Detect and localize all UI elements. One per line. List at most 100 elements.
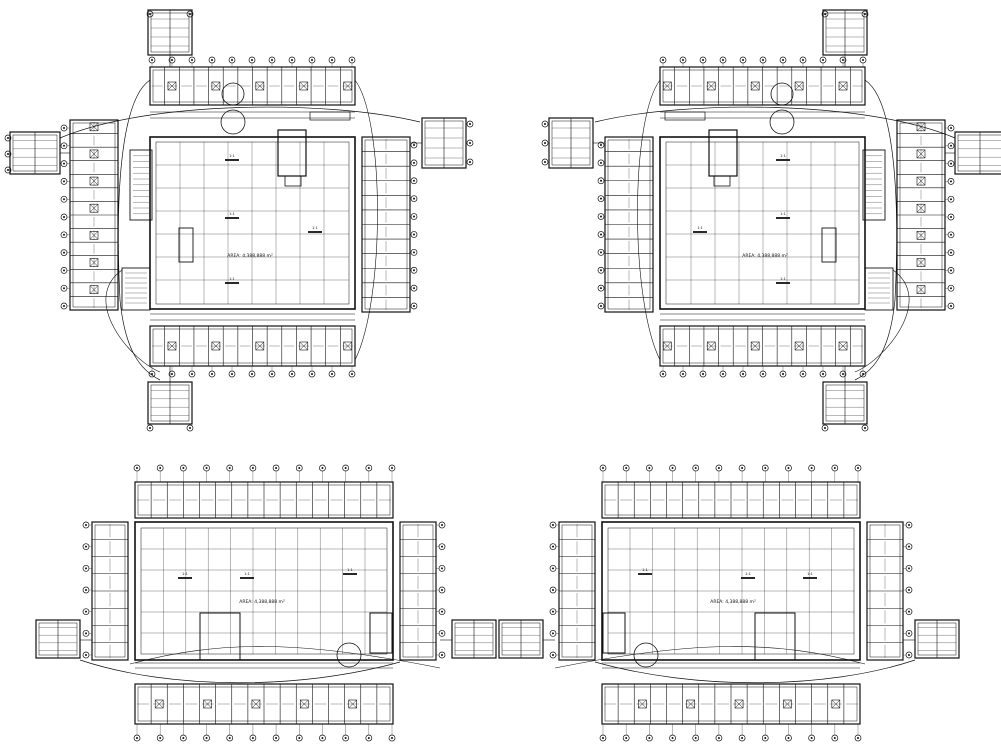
grid-bubble [759, 370, 767, 378]
grid-bubble [272, 734, 280, 742]
svg-text:1:1: 1:1 [780, 154, 786, 158]
stair-right-inner [602, 612, 626, 654]
callout-circle [221, 82, 245, 106]
wing-south [149, 325, 356, 367]
grid-bubble [466, 158, 474, 166]
grid-bubble [249, 464, 257, 472]
curve-west [854, 79, 898, 381]
curve-sw [105, 269, 161, 373]
grid-bubble [308, 56, 316, 64]
grid-bubble [905, 608, 913, 616]
tower-east [498, 619, 544, 659]
grid-bubble [295, 464, 303, 472]
grid-bubble [831, 464, 839, 472]
grid-bubble [133, 734, 141, 742]
wing-north [149, 66, 356, 106]
grid-bubble [699, 370, 707, 378]
grid-bubble [549, 651, 557, 659]
grid-bubble [541, 120, 549, 128]
callout-circle [220, 109, 246, 135]
grid-bubble [319, 464, 326, 472]
grid-bubble [597, 231, 605, 238]
grid-bubble [156, 734, 164, 742]
grid-bubble [597, 284, 605, 292]
svg-text:1:1: 1:1 [229, 154, 235, 158]
grid-bubble [541, 139, 549, 147]
svg-text:1:1: 1:1 [312, 226, 318, 230]
grid-bubble [438, 651, 446, 659]
grid-bubble [365, 734, 373, 742]
grid-bubble [947, 249, 955, 256]
grid-bubble [82, 521, 90, 529]
grid-bubble [328, 56, 336, 64]
curve-south [79, 659, 401, 684]
svg-text:1:1: 1:1 [697, 226, 703, 230]
callout-circle [770, 82, 794, 106]
grid-bubble [739, 370, 747, 378]
grid-bubble [328, 370, 336, 378]
lift-core [178, 227, 194, 263]
svg-text:1:1: 1:1 [229, 277, 235, 281]
grid-bubble [905, 543, 913, 551]
grid-bubble [438, 543, 446, 551]
svg-text:1:1: 1:1 [745, 572, 751, 576]
grid-bubble [188, 370, 196, 378]
grid-bubble [646, 464, 653, 472]
grid-bubble [60, 284, 68, 292]
grid-bubble [785, 464, 792, 472]
grid-bubble [342, 464, 349, 472]
grid-bubble [186, 424, 194, 432]
wing-west [866, 521, 904, 661]
tower-east [451, 619, 497, 659]
wing-west [69, 119, 119, 311]
grid-bubble [438, 586, 446, 594]
grid-bubble [597, 177, 605, 185]
grid-bubble [819, 56, 827, 64]
grid-bubble [308, 370, 316, 378]
grid-bubble [549, 543, 557, 551]
grid-bubble [597, 195, 605, 203]
grid-bubble [248, 56, 256, 64]
grid-bubble [549, 629, 557, 637]
grid-bubble [60, 142, 68, 150]
grid-bubble [60, 302, 68, 310]
grid-bubble [549, 586, 557, 594]
grid-bubble [133, 464, 141, 472]
tower-east [548, 117, 594, 169]
grid-bubble [739, 56, 747, 64]
curve-sw [854, 269, 910, 373]
grid-bubble [761, 464, 769, 472]
grid-bubble [679, 370, 687, 378]
grid-bubble [799, 370, 807, 378]
entrance-core [199, 612, 241, 661]
grid-bubble [947, 160, 955, 167]
main-hall-wall [659, 136, 866, 310]
grid-bubble [699, 56, 707, 64]
entrance-core [754, 612, 796, 661]
stair-right-inner [369, 612, 393, 654]
grid-bubble [410, 159, 418, 167]
grid-bubble [342, 734, 349, 742]
grid-bubble [60, 178, 68, 185]
grid-bubble [719, 370, 727, 378]
wing-south [659, 325, 866, 367]
wing-east [399, 521, 437, 661]
tower-west [914, 619, 960, 659]
grid-bubble [779, 370, 787, 378]
callout-circle [336, 642, 362, 668]
grid-bubble [226, 464, 234, 472]
curve-south [594, 659, 916, 684]
grid-bubble [438, 629, 446, 637]
grid-bubble [947, 124, 955, 132]
curve-east [637, 79, 661, 361]
tower-north [822, 9, 868, 56]
grid-bubble [905, 521, 913, 529]
stair-left-inner [862, 149, 886, 221]
grid-bubble [226, 734, 234, 742]
grid-bubble [188, 56, 196, 64]
grid-bubble [669, 464, 676, 472]
